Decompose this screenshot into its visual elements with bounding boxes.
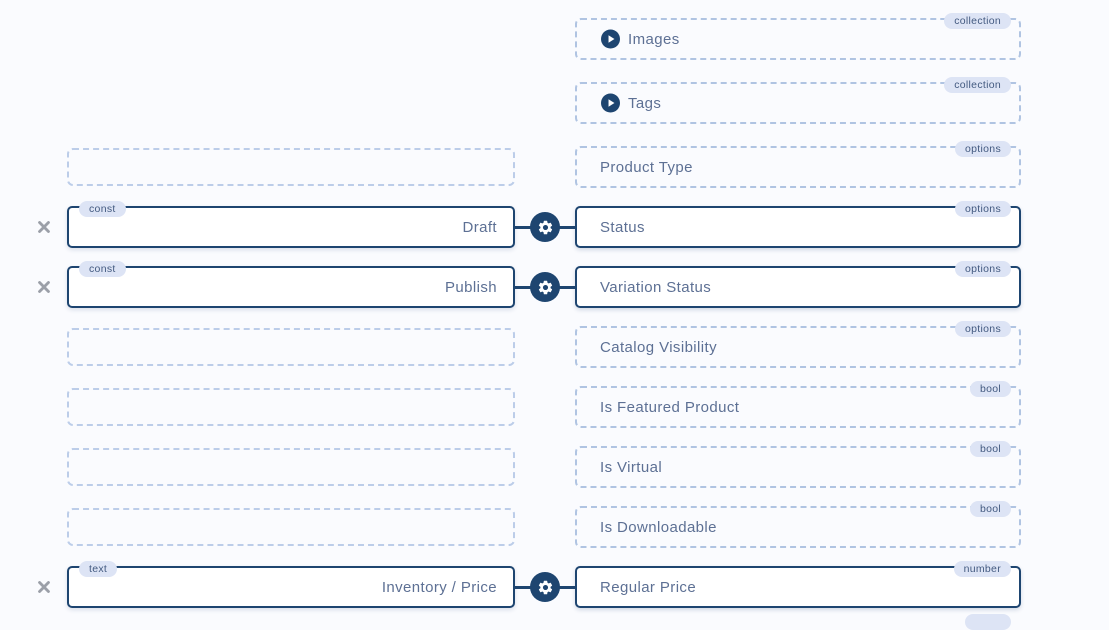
x-icon [38,221,50,233]
x-icon [38,581,50,593]
mapping-row: options Catalog Visibility [0,321,1109,368]
x-icon [38,281,50,293]
source-value-box[interactable]: const Draft [67,201,515,248]
expand-collection-icon[interactable] [601,29,620,49]
target-field-box[interactable]: options Product Type [575,141,1021,188]
field-label: Variation Status [600,279,712,297]
field-label: Product Type [600,159,693,177]
field-type-badge: bool [969,441,1011,457]
target-field-box[interactable]: number Regular Price [575,561,1021,608]
mapping-settings-button[interactable] [530,572,560,602]
target-field-box[interactable]: options Catalog Visibility [575,321,1021,368]
target-field-box[interactable]: options Variation Status [575,261,1021,308]
source-value-box[interactable] [67,328,515,366]
source-value-box[interactable] [67,388,515,426]
field-type-badge: options [955,261,1011,277]
target-field-box[interactable]: options Status [575,201,1021,248]
mapping-row: collection Tags [0,77,1109,124]
field-label: Catalog Visibility [600,339,717,357]
next-row-type-badge-partial [965,614,1011,630]
source-value: Inventory / Price [381,579,497,597]
field-type-badge: collection [944,77,1011,93]
remove-mapping-button[interactable] [33,276,55,298]
expand-collection-icon[interactable] [601,93,620,113]
field-label: Is Virtual [600,459,663,477]
field-type-badge: bool [969,501,1011,517]
field-label: Is Downloadable [600,519,717,537]
field-type-badge: bool [969,381,1011,397]
field-label: Images [628,31,680,49]
field-type-badge: collection [944,13,1011,29]
field-type-badge: options [955,201,1011,217]
source-type-badge: text [79,561,118,577]
source-value-box[interactable]: const Publish [67,261,515,308]
source-type-badge: const [79,201,126,217]
mapping-row: bool Is Featured Product [0,381,1109,428]
mapping-row: collection Images [0,13,1109,60]
mapping-row: const Publish options Variation Status [0,261,1109,308]
mapping-row: bool Is Virtual [0,441,1109,488]
play-icon [608,99,615,107]
mapping-row: bool Is Downloadable [0,501,1109,548]
gear-icon [538,220,552,234]
target-field-box[interactable]: collection Images [575,13,1021,60]
source-value: Publish [445,279,497,297]
remove-mapping-button[interactable] [33,216,55,238]
field-type-badge: options [955,321,1011,337]
source-value-box[interactable] [67,448,515,486]
mapping-settings-button[interactable] [530,272,560,302]
field-type-badge: options [955,141,1011,157]
mapping-row: text Inventory / Price number Regular Pr… [0,561,1109,608]
mapping-settings-button[interactable] [530,212,560,242]
gear-icon [538,580,552,594]
source-value-box[interactable]: text Inventory / Price [67,561,515,608]
target-field-box[interactable]: bool Is Virtual [575,441,1021,488]
field-label: Tags [628,95,662,113]
field-label: Is Featured Product [600,399,740,417]
play-icon [608,35,615,43]
field-label: Status [600,219,645,237]
mapping-row: options Product Type [0,141,1109,188]
source-value-box[interactable] [67,508,515,546]
field-label: Regular Price [600,579,697,597]
field-type-badge: number [953,561,1011,577]
remove-mapping-button[interactable] [33,576,55,598]
gear-icon [538,280,552,294]
target-field-box[interactable]: bool Is Downloadable [575,501,1021,548]
mapping-row: const Draft options Status [0,201,1109,248]
target-field-box[interactable]: bool Is Featured Product [575,381,1021,428]
source-value: Draft [462,219,497,237]
source-type-badge: const [79,261,126,277]
target-field-box[interactable]: collection Tags [575,77,1021,124]
source-value-box[interactable] [67,148,515,186]
